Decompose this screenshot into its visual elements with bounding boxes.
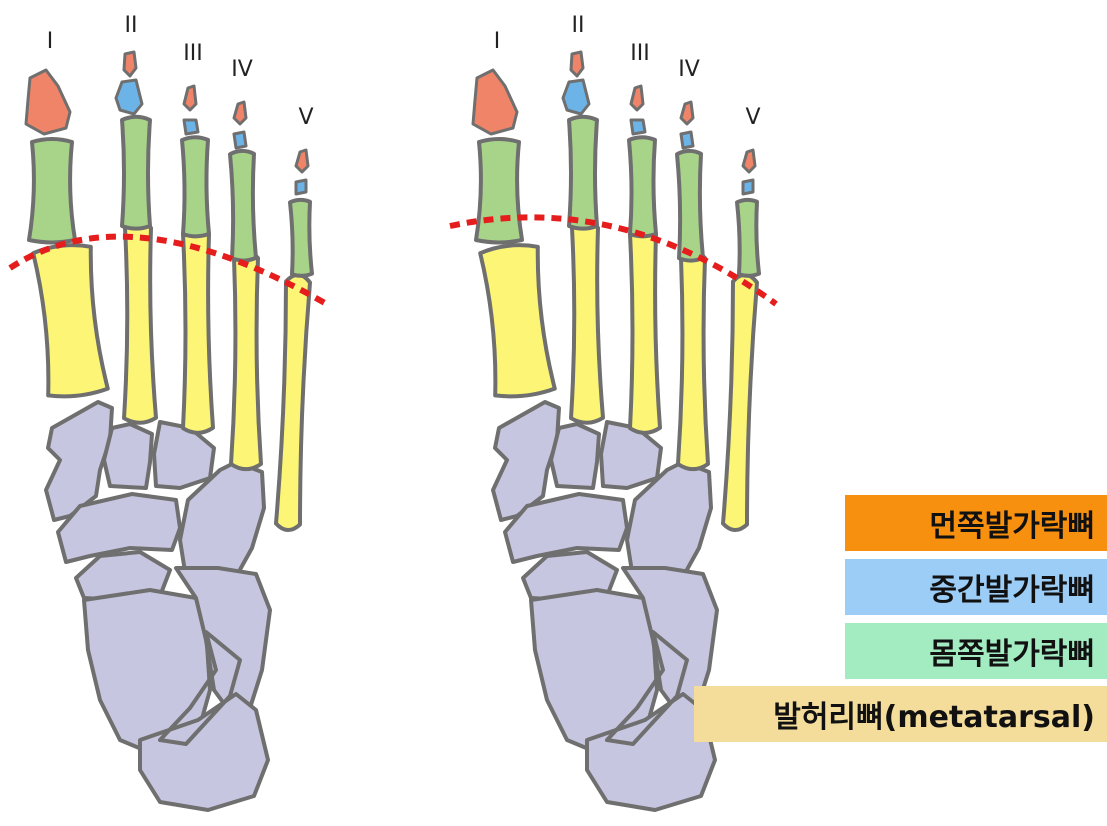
legend-proximal-phalanx: 몸쪽발가락뼈 [845, 623, 1107, 679]
proximal-phalanx-bone [180, 135, 211, 239]
metatarsal-bone [478, 243, 557, 399]
proximal-phalanx-bone [288, 197, 314, 278]
legend-proximal-phalanx-label: 몸쪽발가락뼈 [929, 637, 1095, 672]
tarsal-bone [503, 492, 629, 564]
tarsal-bone [625, 460, 713, 586]
middle-phalanx-bone [232, 130, 248, 150]
tarsal-bone [178, 460, 266, 586]
toe-label: II [572, 13, 585, 38]
metatarsal-bone [181, 226, 215, 435]
middle-phalanx-bone [182, 118, 200, 136]
middle-phalanx-bone [679, 130, 695, 150]
toe-label: V [298, 105, 313, 130]
toe-label: V [745, 105, 760, 130]
legend-metatarsal-label: 발허리뼈(metatarsal) [773, 700, 1095, 735]
middle-phalanx-bone [741, 178, 755, 196]
toe-label: IV [231, 57, 253, 82]
legend-middle-phalanx: 중간발가락뼈 [845, 559, 1107, 615]
metatarsal-bone [721, 272, 759, 533]
toe-label: III [183, 41, 202, 66]
toe-label: II [125, 13, 138, 38]
legend-distal-phalanx: 먼쪽발가락뼈 [845, 495, 1107, 551]
proximal-phalanx-bone [627, 135, 658, 239]
legend-middle-phalanx-label: 중간발가락뼈 [929, 573, 1095, 608]
proximal-phalanx-bone [120, 114, 152, 231]
distal-phalanx-bone [182, 84, 198, 112]
distal-phalanx-bone [679, 100, 695, 126]
metatarsal-bone [274, 272, 312, 533]
toe-label: I [494, 29, 501, 54]
distal-phalanx-bone [122, 50, 138, 78]
metatarsal-bone [229, 249, 263, 472]
legend-distal-phalanx-label: 먼쪽발가락뼈 [929, 509, 1095, 544]
metatarsal-bone [31, 243, 110, 399]
proximal-phalanx-bone [27, 137, 77, 245]
legend-metatarsal: 발허리뼈(metatarsal) [694, 686, 1107, 742]
distal-phalanx-bone [471, 68, 519, 136]
toe-label: III [630, 41, 649, 66]
tarsal-bone [585, 692, 717, 812]
tarsal-bone [549, 422, 601, 490]
tarsal-joint-outline [605, 630, 689, 746]
tarsal-bone [56, 492, 182, 564]
metatarsal-bone [569, 220, 605, 425]
toe-label: I [47, 29, 54, 54]
dashed-cut-line-1 [8, 233, 332, 309]
distal-phalanx-bone [294, 148, 310, 174]
proximal-phalanx-bone [735, 197, 761, 278]
middle-phalanx-bone [114, 78, 144, 116]
proximal-phalanx-bone [567, 114, 599, 231]
tarsal-bone [138, 692, 270, 812]
middle-phalanx-bone [561, 78, 591, 116]
metatarsal-bone [628, 226, 662, 435]
metatarsal-bone [676, 249, 710, 472]
tarsal-joint-outline [158, 630, 242, 746]
distal-phalanx-bone [569, 50, 585, 78]
metatarsal-bone [122, 220, 158, 425]
proximal-phalanx-bone [675, 148, 705, 263]
tarsal-bone [102, 422, 154, 490]
distal-phalanx-bone [629, 84, 645, 112]
dashed-cut-line-2 [449, 214, 778, 307]
middle-phalanx-bone [629, 118, 647, 136]
distal-phalanx-bone [741, 148, 757, 174]
proximal-phalanx-bone [474, 137, 524, 245]
proximal-phalanx-bone [228, 148, 258, 263]
middle-phalanx-bone [294, 178, 308, 196]
toe-label: IV [678, 57, 700, 82]
distal-phalanx-bone [232, 100, 248, 126]
distal-phalanx-bone [24, 68, 72, 136]
